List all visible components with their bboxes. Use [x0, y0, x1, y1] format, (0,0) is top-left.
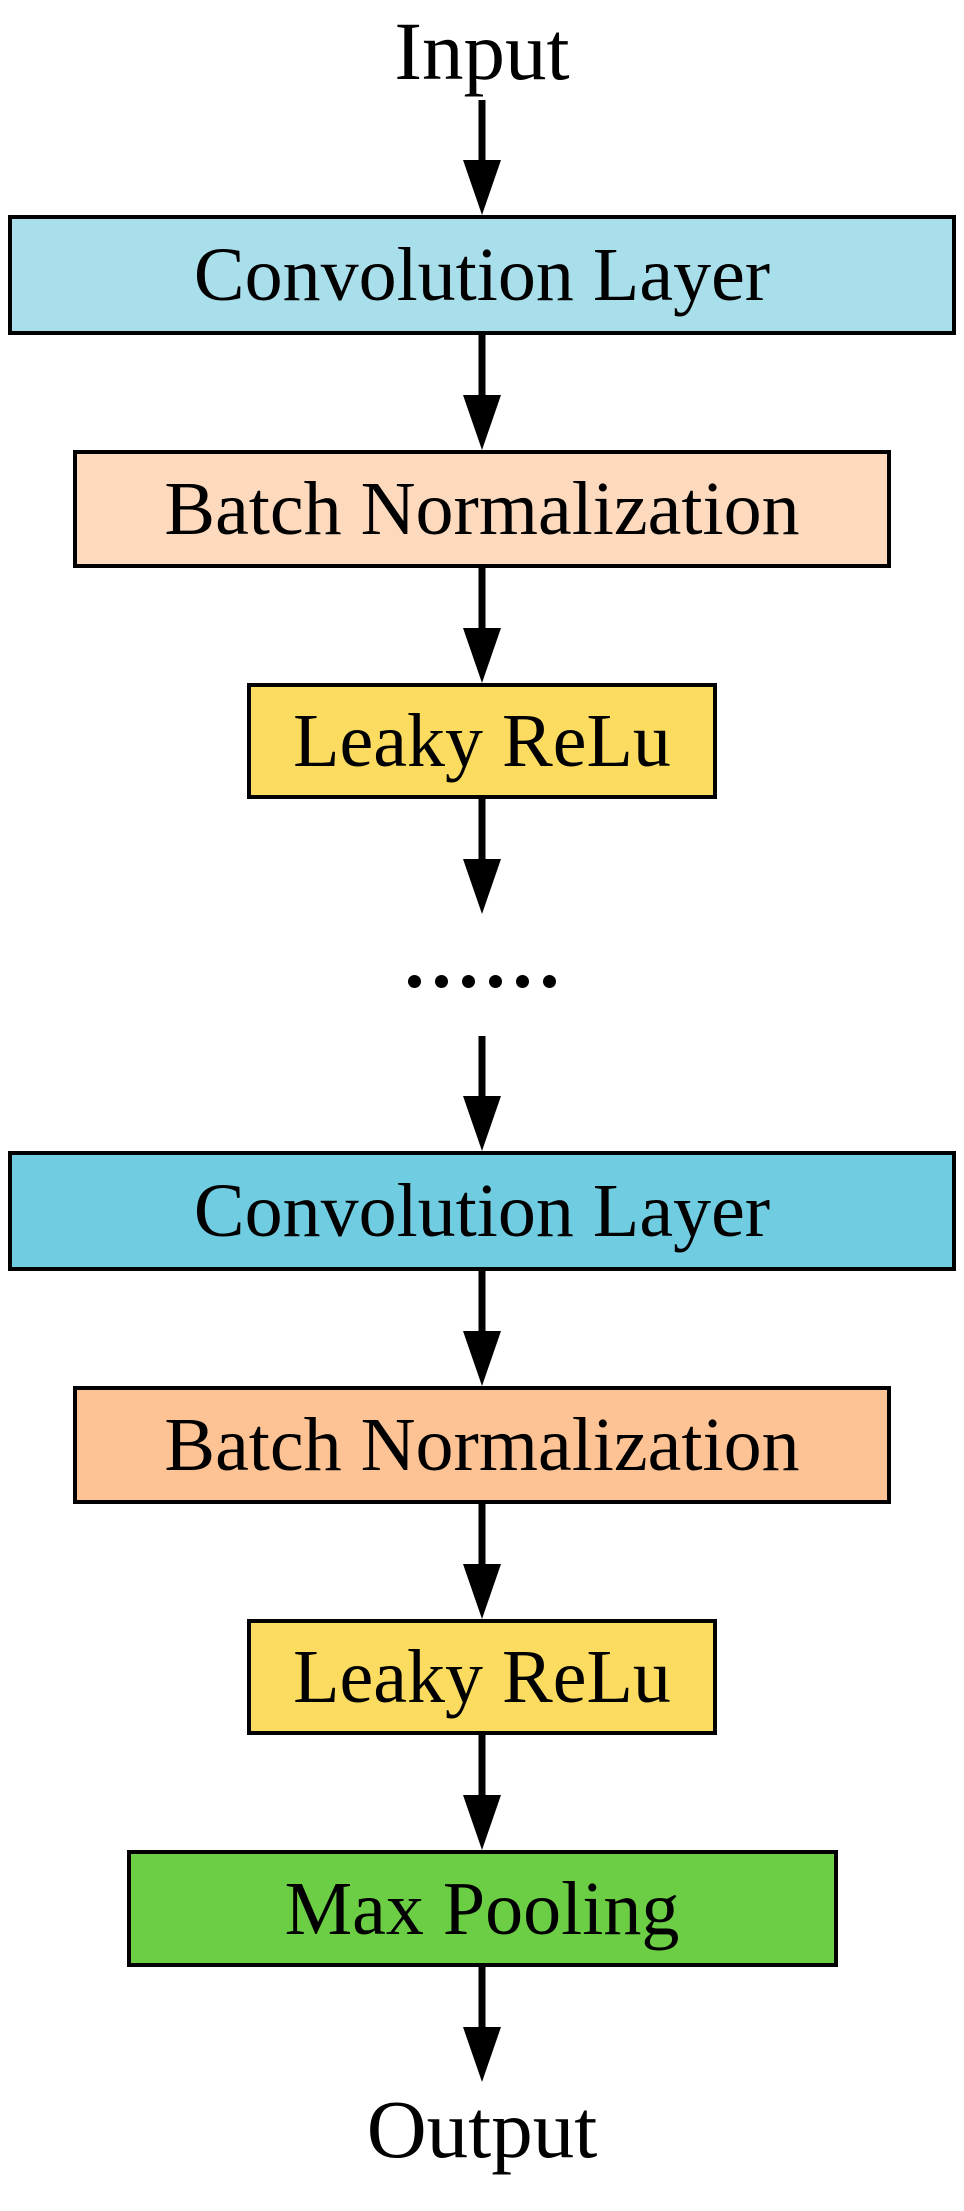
node-batch-normalization-2: Batch Normalization — [73, 1386, 891, 1504]
arrow-down-9 — [463, 1967, 501, 2082]
dot — [489, 974, 502, 988]
arrow-down-3 — [463, 568, 501, 683]
arrow-down-7 — [463, 1504, 501, 1619]
dot — [462, 974, 475, 988]
arrow-down-8 — [463, 1735, 501, 1850]
node-leaky-relu-1: Leaky ReLu — [247, 683, 717, 799]
input-label: Input — [394, 5, 570, 97]
node-batch-normalization-1: Batch Normalization — [73, 450, 891, 568]
node-convolution-layer-1: Convolution Layer — [8, 215, 956, 335]
arrow-down-5 — [463, 1036, 501, 1151]
arrow-down-6 — [463, 1271, 501, 1386]
dot — [408, 974, 421, 988]
dot — [516, 974, 529, 988]
arrow-down-4 — [463, 799, 501, 914]
node-max-pooling: Max Pooling — [126, 1850, 838, 1967]
node-convolution-layer-2: Convolution Layer — [8, 1151, 956, 1271]
output-label: Output — [366, 2083, 598, 2175]
ellipsis-dots — [408, 974, 556, 988]
dot — [543, 974, 556, 988]
node-leaky-relu-2: Leaky ReLu — [247, 1619, 717, 1735]
arrow-down-2 — [463, 335, 501, 450]
dot — [435, 974, 448, 988]
arrow-down-1 — [463, 100, 501, 215]
